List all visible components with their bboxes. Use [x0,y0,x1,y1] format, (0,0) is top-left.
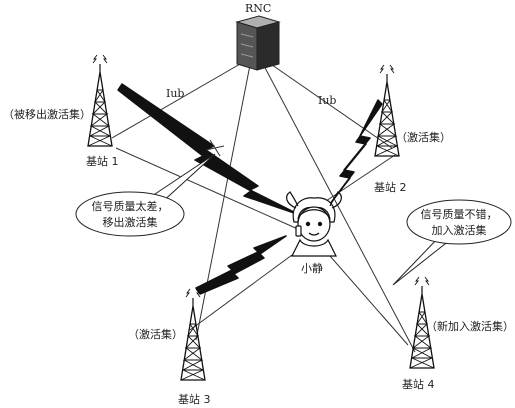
user-face [297,206,331,242]
link-bs1-to-user [115,147,301,231]
base-station-3-state: （激活集） [128,327,183,341]
base-station-1-label: 基站 1 [86,154,119,168]
user-pigtail-left [286,191,299,209]
callout-good-quality-line2: 加入激活集 [432,223,487,237]
callout-bad-quality-bubble [75,191,185,237]
callout-good-quality-bubble [406,199,512,245]
rnc-panel-line [240,33,254,38]
base-station-1-tower-icon [87,54,113,147]
callout-bad-quality-pointer [151,153,216,205]
rnc-side-face [256,21,280,71]
signal-break-marks [205,139,225,157]
base-station-2-label: 基站 2 [374,180,407,194]
iub-link-bs1 [111,59,248,139]
link-bs3-to-user [189,254,293,331]
iub-label-left: Iub [166,87,184,100]
callout-bad-quality-line2: 移出激活集 [103,215,158,229]
callout-bad-quality-line1: 信号质量太差， [92,199,169,213]
connection-lines [111,57,416,353]
rnc-label: RNC [245,2,271,15]
base-station-2-state: （激活集） [396,130,451,144]
base-station-4-state: （新加入激活集） [426,319,514,333]
base-station-1-state: （被移出激活集） [3,107,91,121]
user-pigtail-right [329,191,342,209]
rnc-server-icon [235,15,281,71]
user-eye-right [317,221,323,227]
user-label: 小静 [301,261,323,275]
link-bs4-to-user [322,247,409,346]
user-eye-left [305,221,311,227]
iub-label-right: Iub [318,94,336,107]
iub-link-bs3 [195,64,251,341]
bolt-bs3 [195,235,287,295]
user-avatar-icon [286,191,342,257]
rnc-panel-line [240,53,254,58]
callout-good-quality: 信号质量不错， 加入激活集 [392,199,512,286]
callout-bad-quality: 信号质量太差， 移出激活集 [75,153,216,237]
iub-link-bs4 [261,61,416,353]
callout-good-quality-line1: 信号质量不错， [421,207,498,221]
user-mouth [308,232,320,236]
rnc-panel-line [240,43,254,48]
user-shoulders [291,238,337,257]
phone-icon [295,225,302,237]
radio-bolts [117,83,383,295]
base-station-4-label: 基站 4 [402,377,435,391]
iub-link-bs2 [261,57,393,149]
base-station-3-tower-icon [180,288,206,381]
break-mark [205,145,225,151]
user-fringe [297,209,331,219]
base-station-3-label: 基站 3 [178,392,211,406]
callout-good-quality-pointer [392,235,451,286]
